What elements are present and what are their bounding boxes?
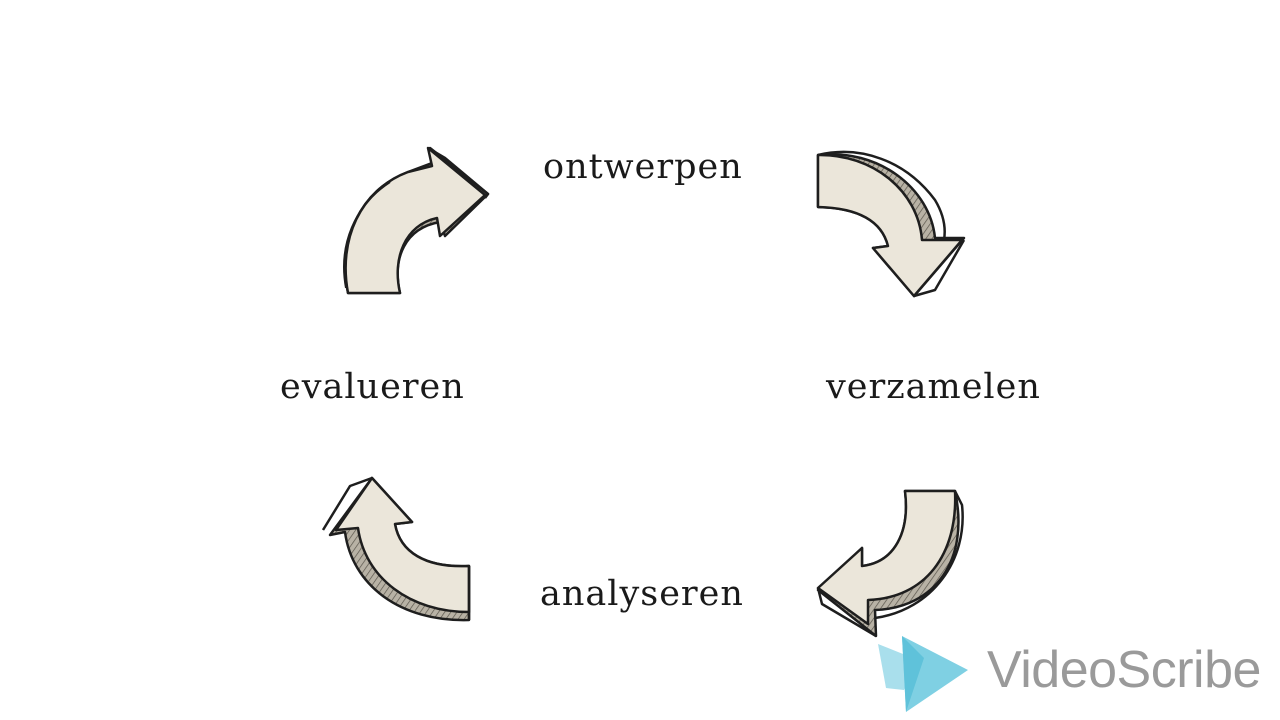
arrow-ontwerpen-to-verzamelen-icon [816, 150, 966, 298]
arrow-evalueren-to-ontwerpen-icon [343, 146, 490, 295]
arrow-analyseren-to-evalueren-icon [321, 476, 471, 622]
step-label-ontwerpen: ontwerpen [543, 147, 743, 187]
arrow-verzamelen-to-analyseren-icon [816, 489, 964, 638]
videoscribe-brand-text: VideoScribe [987, 641, 1261, 699]
step-label-analyseren: analyseren [540, 574, 744, 614]
videoscribe-logo-icon [878, 636, 968, 712]
step-label-evalueren: evalueren [280, 367, 465, 407]
videoscribe-watermark: VideoScribe [874, 630, 1274, 720]
step-label-verzamelen: verzamelen [826, 367, 1041, 407]
